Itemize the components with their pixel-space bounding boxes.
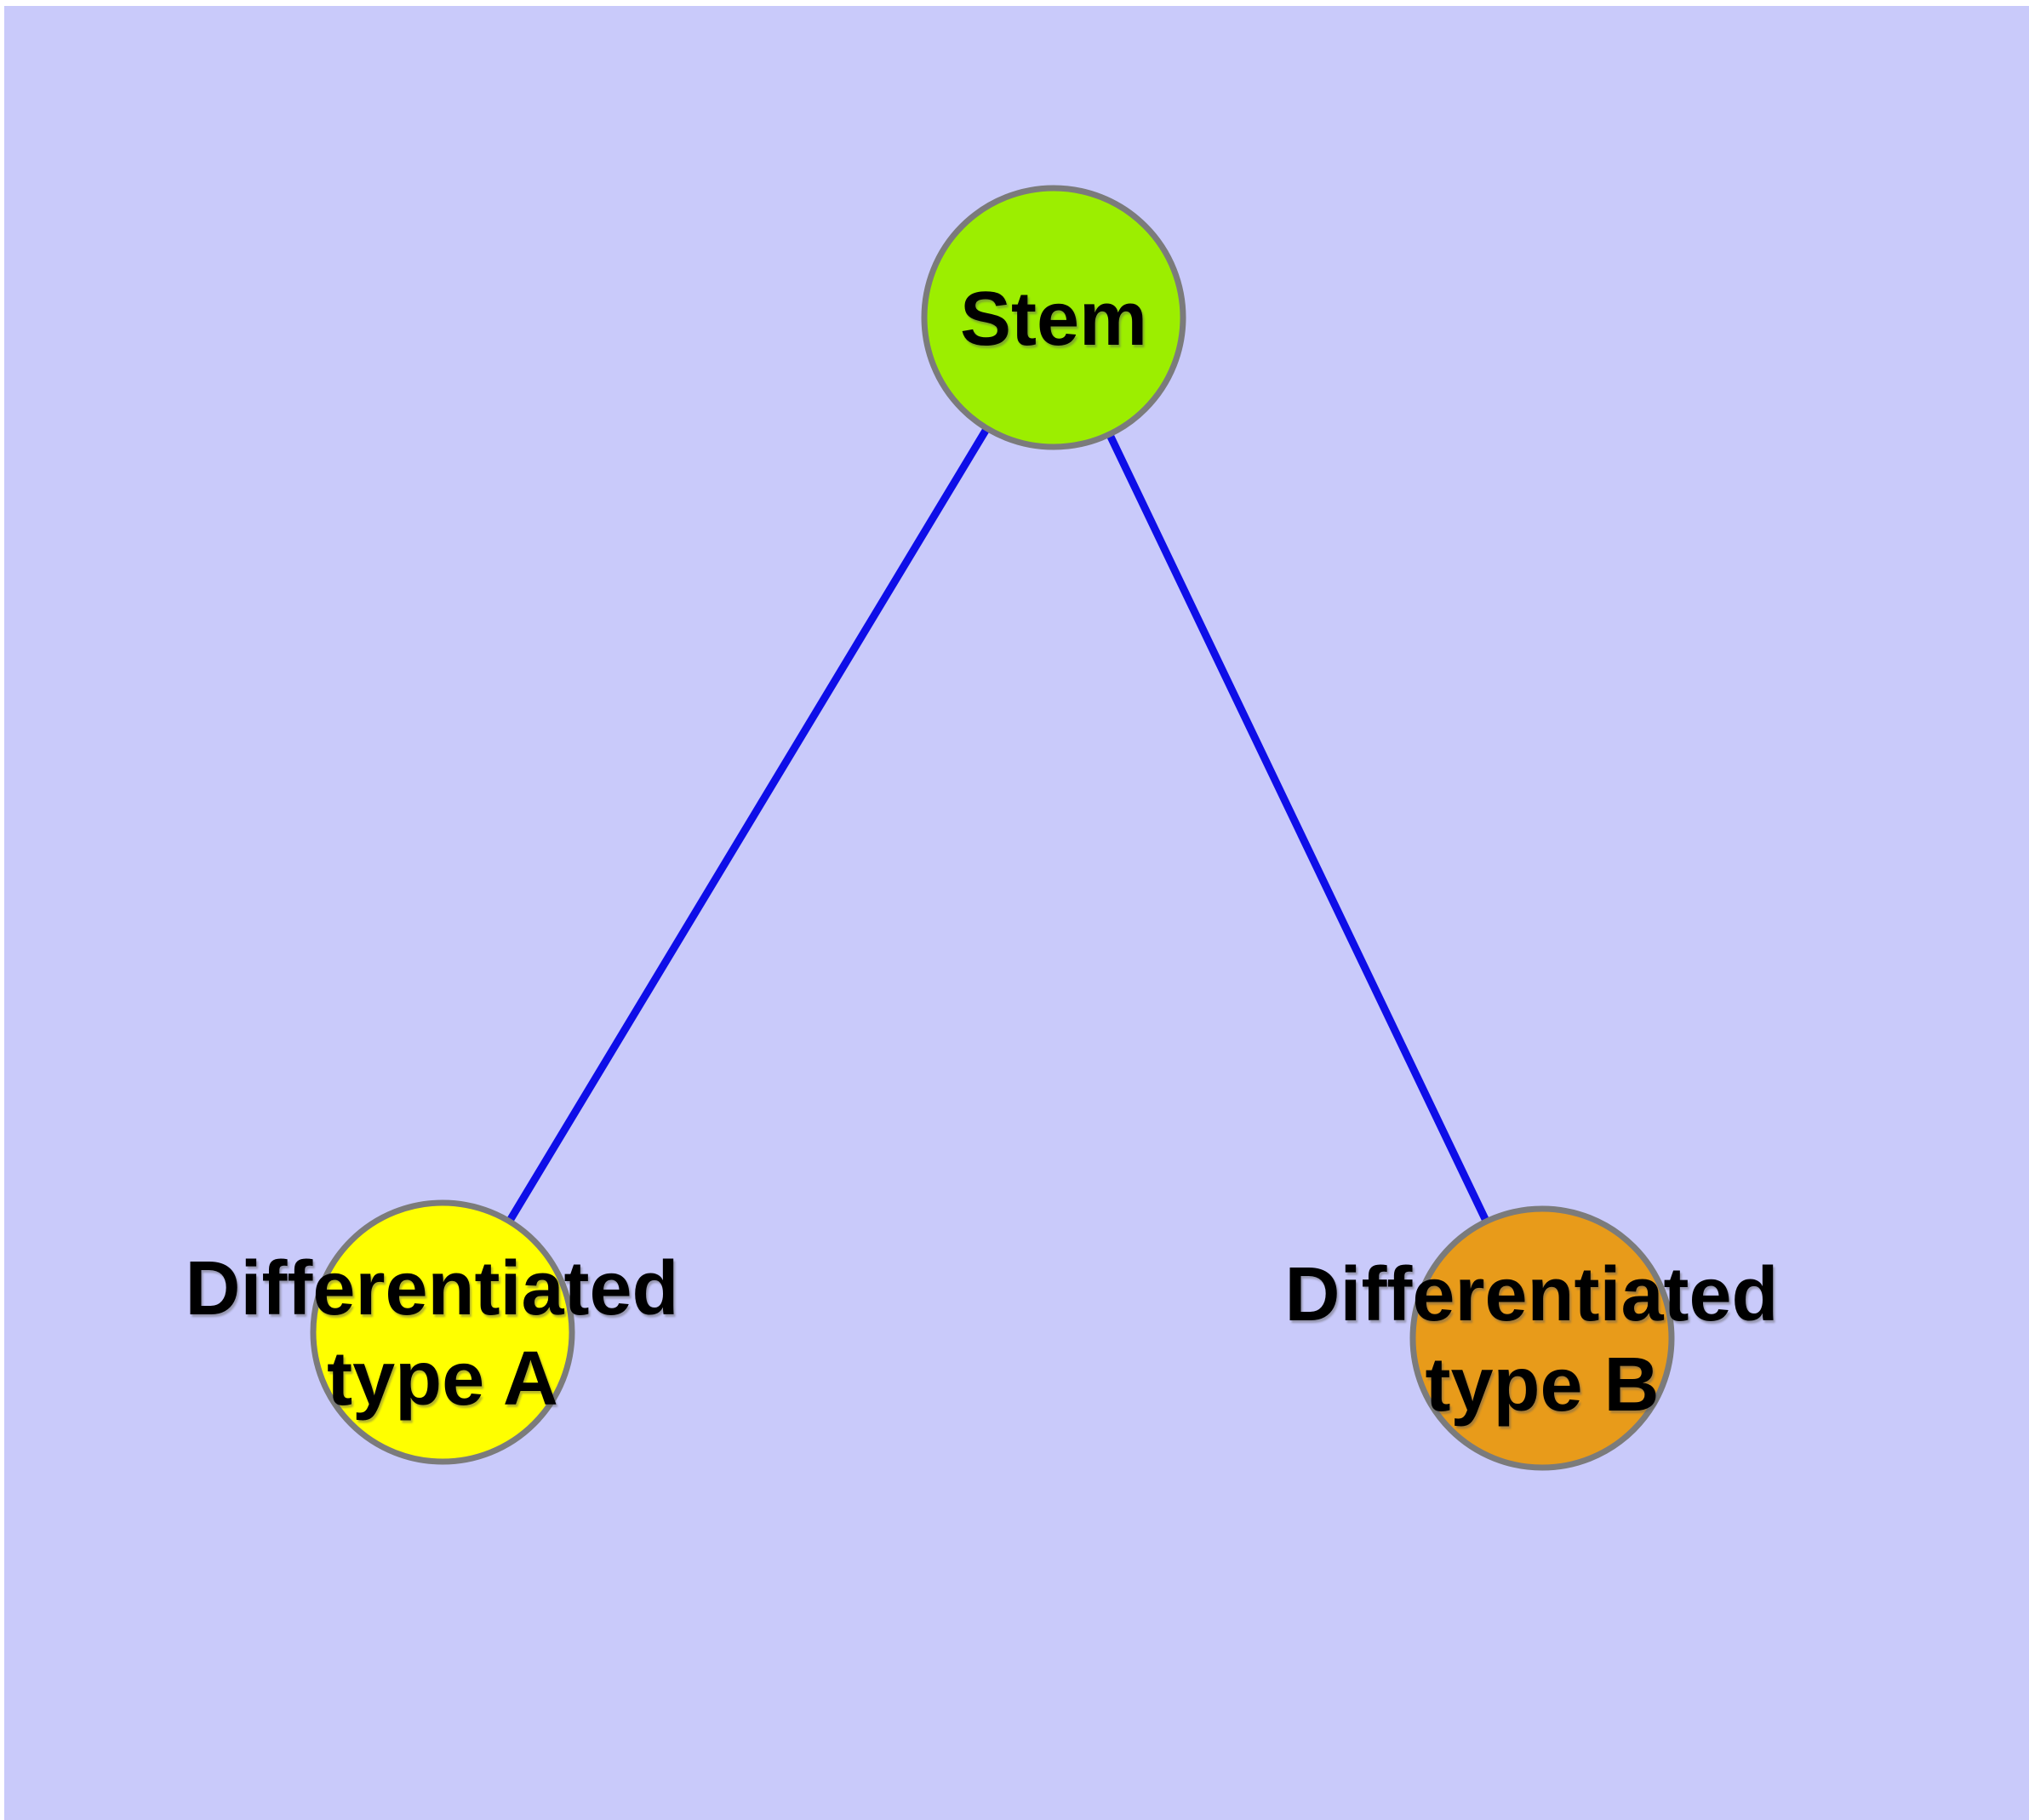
node-differentiated-type-b	[1409, 1205, 1675, 1471]
node-type-a-label-line2: type A	[327, 1336, 558, 1422]
node-stem	[921, 185, 1186, 450]
node-stem-label: Stem	[960, 277, 1147, 362]
node-type-a-label: Differentiated type A	[185, 1246, 700, 1422]
edge-stem-to-type-a	[439, 315, 1057, 1335]
edge-stem-to-type-b	[1049, 316, 1546, 1340]
node-type-b-label-line2: type B	[1425, 1342, 1659, 1428]
node-type-b-label: Differentiated type B	[1284, 1252, 1799, 1428]
node-type-b-label-line1: Differentiated	[1284, 1252, 1778, 1337]
node-differentiated-type-a	[310, 1199, 575, 1465]
node-type-a-label-line1: Differentiated	[185, 1246, 678, 1331]
